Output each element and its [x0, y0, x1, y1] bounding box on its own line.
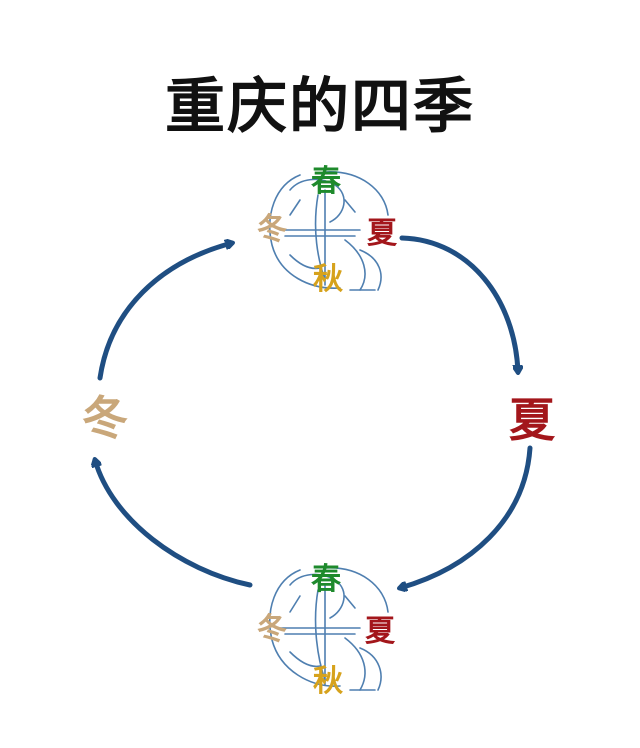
- arrow-right-to-bottom: [400, 445, 533, 588]
- bottom-cluster-spring: 春: [311, 562, 341, 597]
- arrow-top-to-right: [399, 235, 518, 372]
- top-cluster-summer: 夏: [367, 216, 397, 251]
- bottom-cluster-winter: 冬: [257, 612, 287, 647]
- label-winter-left: 冬: [82, 391, 128, 445]
- top-cluster-autumn: 秋: [313, 262, 343, 297]
- top-cluster-winter: 冬: [257, 212, 287, 247]
- page-title: 重庆的四季: [165, 72, 475, 142]
- top-cluster-scribble: [269, 171, 389, 291]
- bottom-cluster-scribble: [269, 567, 389, 691]
- arrow-bottom-to-left: [95, 460, 253, 588]
- bottom-cluster-autumn: 秋: [313, 664, 343, 699]
- arrow-left-to-top: [97, 243, 232, 381]
- bottom-cluster-summer: 夏: [365, 614, 395, 649]
- label-summer-right: 夏: [509, 393, 555, 447]
- top-cluster-spring: 春: [311, 164, 341, 199]
